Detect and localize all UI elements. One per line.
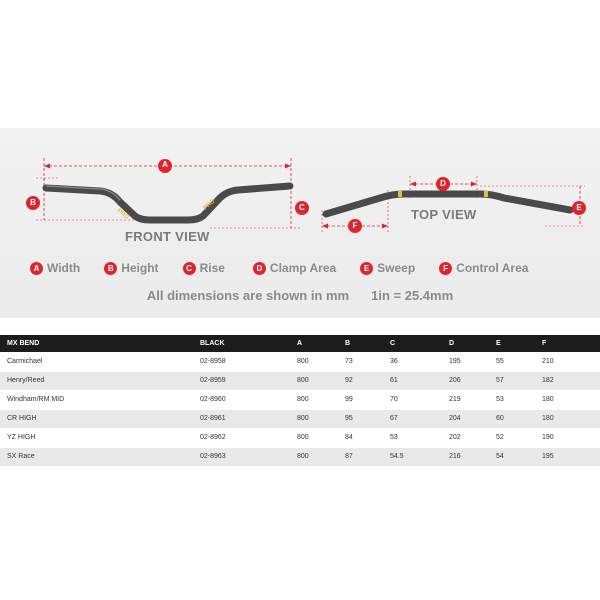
- column-header: BLACK: [200, 340, 225, 347]
- table-cell: 190: [542, 434, 554, 441]
- table-row: Henry/Reed 02-8959 800 92 61 206 57 182: [0, 371, 600, 390]
- legend-item-control-area: F Control Area: [439, 260, 528, 276]
- table-cell: 219: [449, 396, 461, 403]
- table-cell: 02-8958: [200, 357, 226, 365]
- table-cell: 73: [345, 357, 353, 365]
- table-row: Carmichael 02-8958 800 73 36 195 55 210: [0, 352, 600, 371]
- table-cell: CR HIGH: [7, 415, 37, 422]
- table-cell: 02-8963: [200, 453, 226, 460]
- table-cell: Henry/Reed: [7, 377, 45, 384]
- table-cell: 182: [542, 377, 554, 384]
- table-cell: 210: [542, 357, 554, 365]
- table-cell: 70: [390, 396, 398, 403]
- legend-badge: C: [182, 261, 196, 275]
- legend-label: Rise: [199, 261, 225, 275]
- column-header: C: [390, 340, 396, 347]
- column-header: E: [496, 340, 501, 347]
- top-handlebar-shape: [322, 190, 574, 218]
- column-header: B: [345, 340, 351, 347]
- table-cell: 54: [496, 453, 504, 460]
- legend-item-sweep: E Sweep: [360, 260, 415, 276]
- legend-item-width: A Width: [30, 260, 80, 276]
- handlebar-diagram: PRO PRO: [26, 158, 586, 233]
- table-cell: 02-8961: [200, 415, 226, 422]
- table-cell: 95: [345, 415, 353, 422]
- table-cell: 206: [449, 377, 461, 384]
- column-header: F: [542, 340, 547, 347]
- table-row: Windham/RM MID 02-8960 800 99 70 219 53 …: [0, 390, 600, 409]
- table-cell: 204: [449, 415, 461, 422]
- legend-label: Height: [121, 261, 159, 275]
- table-cell: 800: [297, 415, 309, 422]
- table-cell: 55: [496, 357, 504, 365]
- legend-badge: E: [360, 261, 374, 275]
- table-cell: 180: [542, 415, 554, 422]
- table-cell: 216: [449, 453, 461, 460]
- table-cell: 99: [345, 396, 353, 403]
- table-cell: YZ HIGH: [7, 434, 36, 441]
- legend-badge: A: [30, 261, 43, 275]
- column-header: MX BEND: [7, 340, 40, 347]
- table-cell: 36: [390, 357, 398, 365]
- legend-item-rise: C Rise: [182, 260, 225, 276]
- table-cell: 54.5: [390, 453, 404, 460]
- table-cell: 800: [297, 396, 309, 403]
- front-view-label: FRONT VIEW: [125, 229, 210, 244]
- table-row: YZ HIGH 02-8962 800 84 53 202 52 190: [0, 428, 600, 447]
- marker-e: E: [576, 203, 582, 212]
- marker-b: B: [30, 198, 36, 207]
- table-cell: 800: [297, 357, 309, 365]
- table-row: SX Race 02-8963 800 87 54.5 216 54 195: [0, 447, 600, 466]
- conversion-text: 1in = 25.4mm: [371, 288, 454, 303]
- table-cell: 52: [496, 434, 504, 441]
- table-cell: 195: [449, 357, 461, 365]
- table-cell: Windham/RM MID: [7, 396, 65, 403]
- column-header: D: [449, 340, 455, 347]
- diagram-panel: [0, 128, 600, 318]
- table-cell: 02-8959: [200, 377, 226, 384]
- table-cell: 202: [449, 434, 461, 441]
- table-cell: 800: [297, 434, 309, 441]
- table-cell: 800: [297, 453, 309, 460]
- legend-item-height: B Height: [104, 260, 159, 276]
- legend-label: Width: [47, 261, 81, 275]
- marker-a: A: [162, 160, 168, 169]
- units-text: All dimensions are shown in mm: [146, 288, 350, 303]
- legend-badge: D: [252, 261, 266, 275]
- column-header: A: [297, 340, 303, 347]
- table-cell: 180: [542, 396, 554, 403]
- top-view-label: TOP VIEW: [411, 207, 477, 222]
- table-cell: 87: [345, 453, 353, 460]
- legend-label: Clamp Area: [269, 261, 337, 275]
- legend-label: Sweep: [377, 261, 416, 275]
- table-cell: 800: [297, 377, 309, 384]
- table-cell: 60: [496, 415, 504, 422]
- legend-badge: F: [439, 261, 453, 275]
- legend-item-clamp-area: D Clamp Area: [252, 260, 337, 276]
- front-handlebar-shape: [42, 182, 294, 224]
- table-row: CR HIGH 02-8961 800 95 67 204 60 180: [0, 409, 600, 428]
- marker-d: D: [440, 179, 446, 188]
- units-note: All dimensions are shown in mm 1in = 25.4…: [0, 288, 600, 303]
- table-cell: 195: [542, 453, 554, 460]
- table-cell: 57: [496, 377, 504, 384]
- top-view-drawing: [321, 176, 586, 233]
- table-cell: Carmichael: [7, 357, 43, 365]
- table-cell: SX Race: [7, 453, 35, 460]
- legend-badge: B: [104, 261, 118, 275]
- table-cell: 67: [390, 415, 398, 422]
- marker-c: C: [299, 203, 305, 212]
- table-cell: 02-8960: [200, 396, 226, 403]
- table-cell: 61: [390, 377, 398, 384]
- dimension-legend: A Width B Height C Rise D Clamp Area E S…: [30, 260, 590, 276]
- table-cell: 84: [345, 434, 353, 441]
- table-cell: 02-8962: [200, 434, 226, 441]
- table-header-row: MX BEND BLACK A B C D E F: [0, 335, 600, 352]
- table-cell: 92: [345, 377, 353, 384]
- table-cell: 53: [390, 434, 398, 441]
- table-cell: 53: [496, 396, 504, 403]
- legend-label: Control Area: [456, 261, 529, 275]
- marker-f: F: [352, 221, 358, 230]
- specs-table: MX BEND BLACK A B C D E F Carmichael 02-…: [0, 335, 600, 467]
